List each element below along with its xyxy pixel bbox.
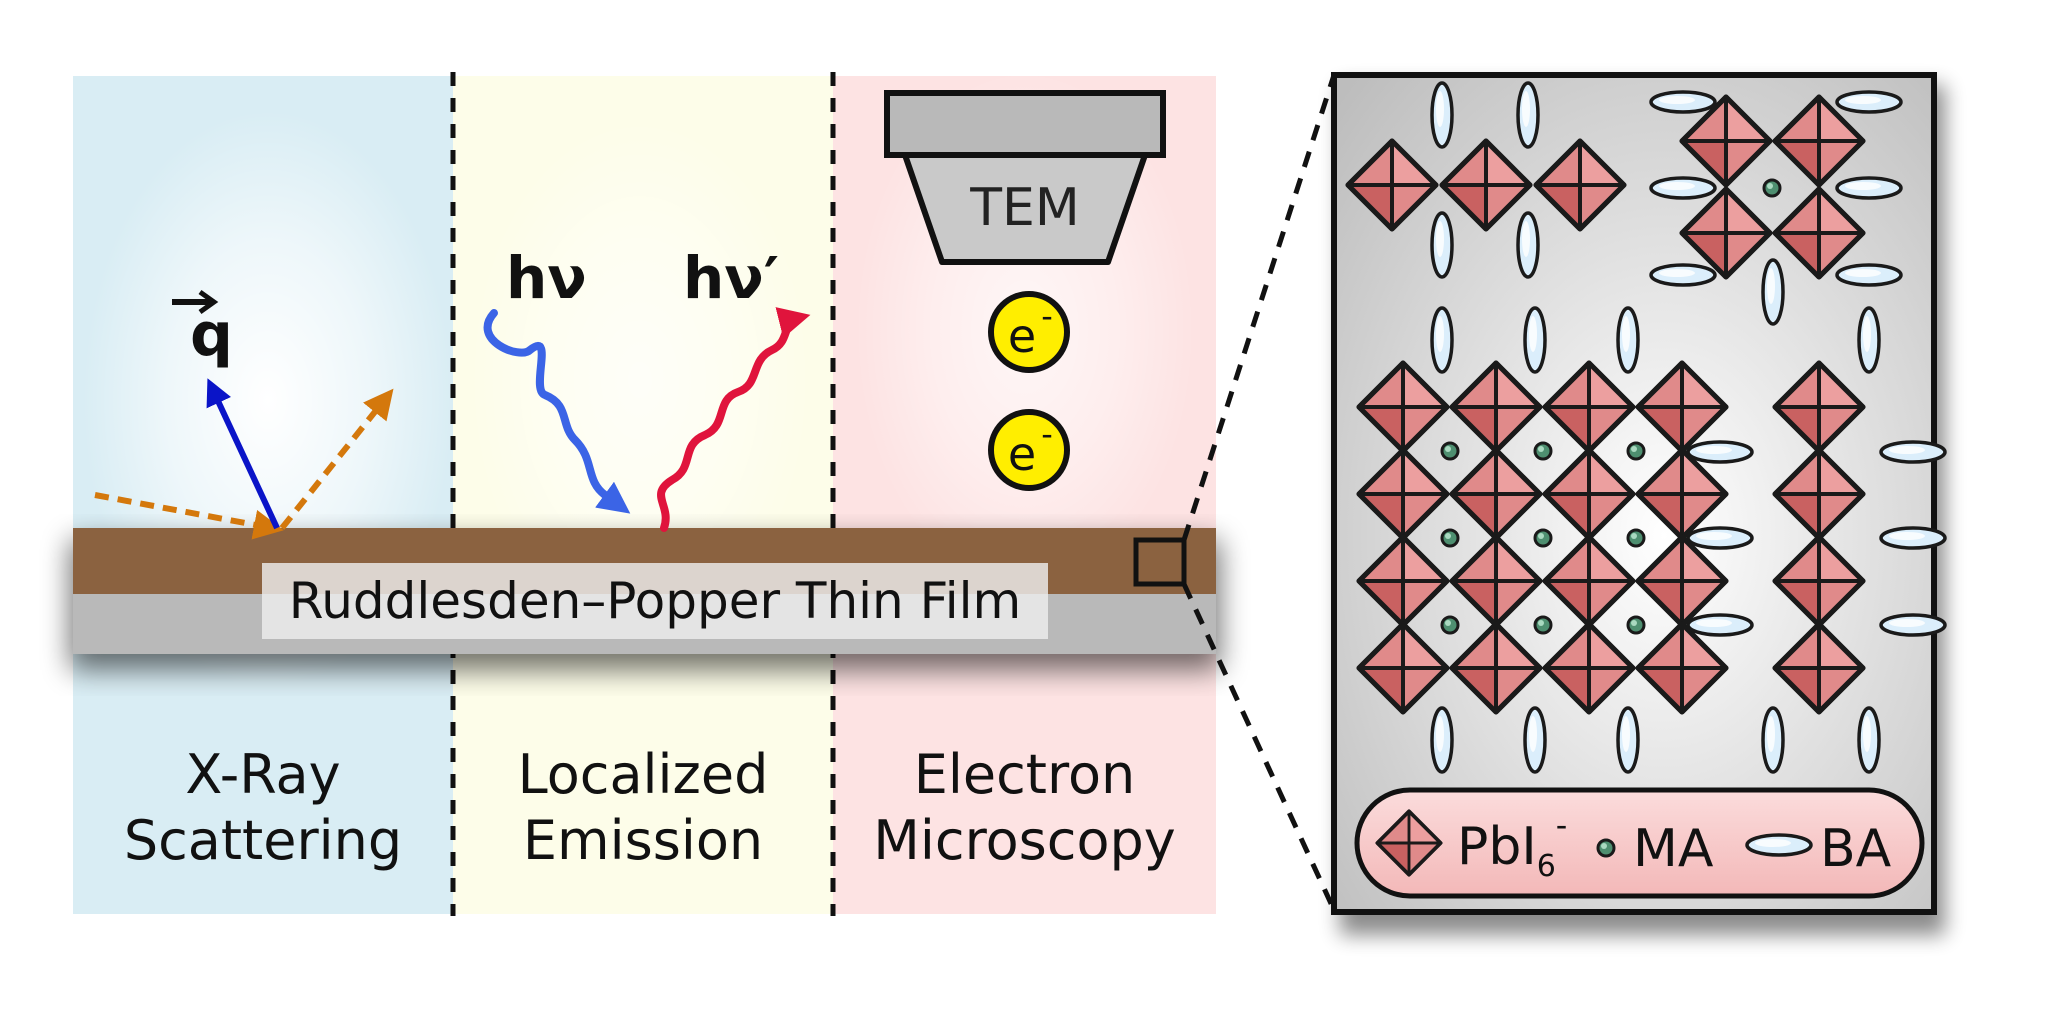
ba-cation-54 (1835, 90, 1903, 114)
ba-cation-59 (1686, 613, 1754, 637)
ma-cation-27 (1440, 528, 1460, 548)
ba-cation-37 (1430, 81, 1454, 149)
legend-ma-label: MA (1633, 819, 1714, 879)
ma-cation-24 (1440, 441, 1460, 461)
ma-cation-30 (1440, 615, 1460, 635)
svg-text:e: e (1008, 427, 1036, 481)
ma-cation-31 (1533, 615, 1553, 635)
legend-ma-symbol (1596, 838, 1616, 858)
ba-cation-42 (1523, 306, 1547, 374)
legend-pbi6-label: PbI6- (1457, 806, 1567, 884)
emitted-photon-label: hν′ (683, 244, 779, 312)
incident-photon-label: hν (506, 244, 587, 312)
legend-ba-symbol (1745, 833, 1813, 857)
incident-xray-arrow (94, 492, 284, 540)
xray-caption-line1: X-Ray (185, 743, 341, 806)
electron-2: e - (988, 409, 1070, 491)
microscopy-caption: Electron Microscopy (833, 742, 1216, 874)
ma-cation-26 (1626, 441, 1646, 461)
emitted-photon-wave (657, 307, 811, 532)
tem-label: TEM (969, 178, 1079, 238)
legend-box (1354, 787, 1925, 899)
ba-cation-58 (1686, 526, 1754, 550)
ba-cation-47 (1616, 706, 1640, 774)
ba-cation-62 (1879, 613, 1947, 637)
emission-glow (470, 120, 810, 640)
emission-caption: Localized Emission (453, 742, 833, 874)
xray-caption: X-Ray Scattering (73, 742, 453, 874)
svg-text:e: e (1008, 309, 1036, 363)
ba-cation-50 (1857, 306, 1881, 374)
ba-cation-45 (1430, 706, 1454, 774)
ba-cation-40 (1516, 211, 1540, 279)
legend-ba-label: BA (1820, 819, 1892, 879)
ba-cation-41 (1430, 306, 1454, 374)
q-vector-arrow (206, 378, 280, 530)
svg-text:-: - (1041, 415, 1053, 453)
ba-cation-43 (1616, 306, 1640, 374)
incident-photon-wave (483, 309, 631, 514)
xray-caption-line2: Scattering (123, 809, 403, 872)
zoom-line-bottom (1181, 582, 1337, 912)
tem-top-plate (884, 90, 1166, 158)
ba-cation-61 (1879, 526, 1947, 550)
ma-cation-29 (1626, 528, 1646, 548)
microscopy-caption-line1: Electron (913, 743, 1136, 806)
ba-cation-48 (1761, 706, 1785, 774)
emission-caption-line2: Emission (522, 809, 764, 872)
q-vector-label: q (190, 300, 233, 370)
ba-cation-39 (1430, 211, 1454, 279)
emission-caption-line1: Localized (517, 743, 769, 806)
ba-cation-56 (1835, 263, 1903, 287)
ba-cation-52 (1649, 176, 1717, 200)
ba-cation-60 (1879, 440, 1947, 464)
ma-cation-7 (1762, 178, 1782, 198)
ba-cation-51 (1649, 90, 1717, 114)
zoom-line-top (1181, 74, 1337, 541)
ba-cation-44 (1761, 258, 1785, 326)
svg-text:-: - (1041, 297, 1053, 335)
electron-1: e - (988, 291, 1070, 373)
ma-cation-28 (1533, 528, 1553, 548)
ba-cation-55 (1835, 176, 1903, 200)
ba-cation-53 (1649, 263, 1717, 287)
ba-cation-46 (1523, 706, 1547, 774)
microscopy-caption-line2: Microscopy (873, 809, 1176, 872)
zoom-source-box (1133, 537, 1187, 587)
film-label: Ruddlesden–Popper Thin Film (262, 563, 1048, 639)
scattered-xray-arrow (279, 388, 394, 530)
ma-cation-32 (1626, 615, 1646, 635)
tem-lens (902, 152, 1148, 265)
ba-cation-57 (1686, 440, 1754, 464)
q-vector-overarrow-head (198, 289, 219, 315)
ba-cation-49 (1857, 706, 1881, 774)
ma-cation-25 (1533, 441, 1553, 461)
ba-cation-38 (1516, 81, 1540, 149)
